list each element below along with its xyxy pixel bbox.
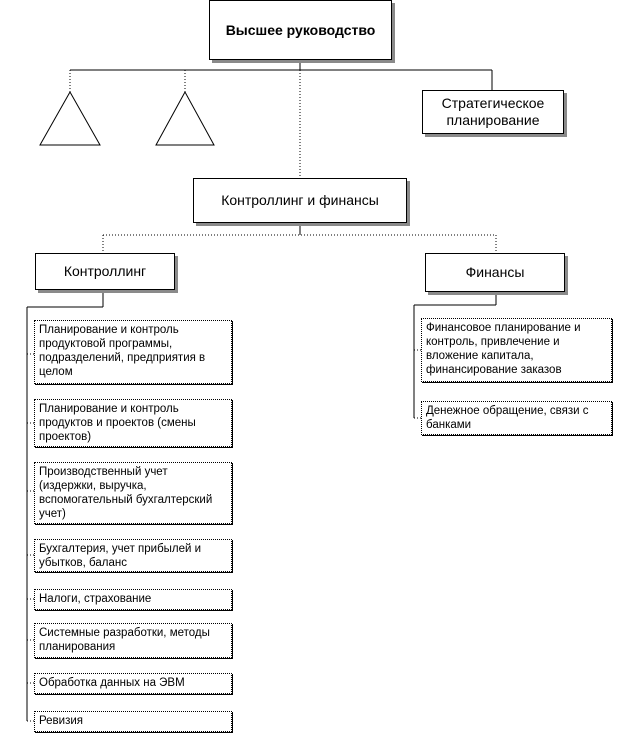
- controlling-item-7-text: Обработка данных на ЭВМ: [39, 677, 185, 689]
- controlling-finance-label: Контроллинг и финансы: [221, 192, 379, 208]
- controlling-label: Контроллинг: [63, 263, 147, 279]
- unit-triangle-middle: [155, 90, 215, 146]
- finance-item-1: Финансовое планирование и контроль, прив…: [421, 318, 612, 382]
- finance-label: Финансы: [465, 264, 525, 280]
- controlling-item-2: Планирование и контроль продуктов и прое…: [34, 399, 232, 447]
- controlling-item-4-text: Бухгалтерия, учет прибылей и убытков, ба…: [39, 543, 202, 569]
- controlling-item-6: Системные разработки, методы планировани…: [34, 623, 232, 658]
- controlling-box: Контроллинг: [35, 253, 175, 290]
- controlling-item-3-text: Производственный учет (издержки, выручка…: [39, 466, 213, 520]
- top-management-box: Высшее руководство: [209, 0, 392, 60]
- finance-box: Финансы: [425, 253, 565, 292]
- controlling-item-1-text: Планирование и контроль продуктовой прог…: [39, 324, 206, 378]
- controlling-item-3: Производственный учет (издержки, выручка…: [34, 462, 232, 524]
- strategic-planning-label: Стратегическое планирование: [441, 95, 545, 128]
- finance-item-1-text: Финансовое планирование и контроль, прив…: [426, 322, 581, 376]
- strategic-planning-box: Стратегическое планирование: [422, 90, 564, 134]
- controlling-item-5-text: Налоги, страхование: [39, 593, 152, 605]
- controlling-item-8: Ревизия: [34, 711, 232, 732]
- top-management-label: Высшее руководство: [225, 21, 376, 38]
- controlling-item-2-text: Планирование и контроль продуктов и прое…: [39, 403, 196, 443]
- controlling-item-8-text: Ревизия: [39, 715, 84, 727]
- finance-item-2: Денежное обращение, связи с банками: [421, 401, 612, 435]
- controlling-item-5: Налоги, страхование: [34, 589, 232, 610]
- controlling-finance-box: Контроллинг и финансы: [193, 178, 407, 223]
- controlling-item-4: Бухгалтерия, учет прибылей и убытков, ба…: [34, 539, 232, 572]
- controlling-item-7: Обработка данных на ЭВМ: [34, 673, 232, 694]
- finance-item-2-text: Денежное обращение, связи с банками: [426, 405, 589, 431]
- controlling-item-1: Планирование и контроль продуктовой прог…: [34, 320, 232, 384]
- controlling-item-6-text: Системные разработки, методы планировани…: [39, 627, 210, 653]
- unit-triangle-left: [39, 90, 101, 146]
